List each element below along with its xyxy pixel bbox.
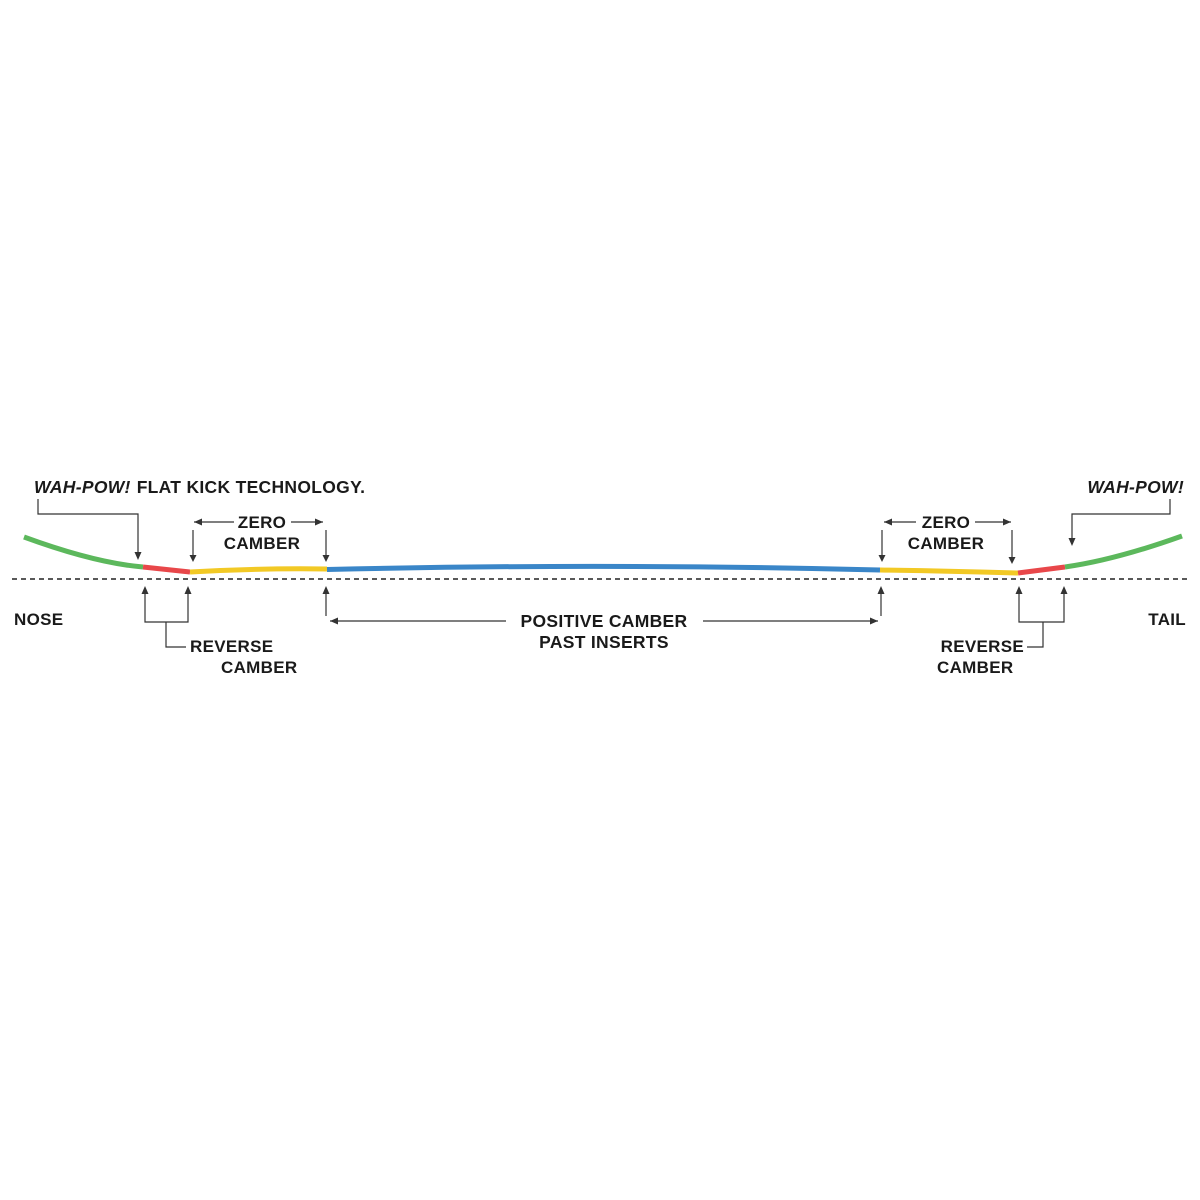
zero-camber-left-line2: CAMBER [224, 534, 300, 553]
svg-text:WAH-POW!FLAT KICK TECHNOLOGY.: WAH-POW! FLAT KICK TECHNOLOGY. [34, 477, 365, 497]
nose-reverse-camber-segment [142, 564, 191, 575]
positive-camber-segment [326, 563, 881, 573]
nose-callout-leader [37, 499, 139, 555]
zero-camber-left-bracket: ZERO CAMBER [189, 513, 330, 562]
reverse-camber-left-line1: REVERSE [190, 637, 273, 656]
tail-reverse-camber-segment [1017, 564, 1066, 576]
reverse-camber-left-bracket: REVERSE CAMBER [141, 586, 297, 677]
tail-flat-kick-segment [1064, 533, 1183, 570]
nose-callout-arrowhead [134, 552, 142, 560]
tail-flat-kick-callout: WAH-POW! [1068, 477, 1184, 546]
zero-camber-right-bracket: ZERO CAMBER [878, 513, 1016, 564]
positive-camber-line1: POSITIVE CAMBER [521, 611, 688, 631]
tail-tech-brand: WAH-POW! [1087, 477, 1184, 497]
reverse-camber-right-line1: REVERSE [941, 637, 1024, 656]
zero-camber-right-line1: ZERO [922, 513, 970, 532]
reverse-camber-right-line2: CAMBER [937, 658, 1013, 677]
nose-label: NOSE [14, 610, 63, 629]
positive-camber-bracket: POSITIVE CAMBER PAST INSERTS [322, 586, 885, 652]
tail-callout-arrowhead [1068, 538, 1076, 546]
zero-camber-right-line2: CAMBER [908, 534, 984, 553]
tail-zero-camber-segment [879, 567, 1019, 576]
nose-zero-camber-segment [189, 566, 328, 575]
tail-label: TAIL [1148, 610, 1186, 629]
zero-camber-left-line1: ZERO [238, 513, 286, 532]
nose-flat-kick-segment [23, 534, 144, 570]
nose-flat-kick-callout: WAH-POW! FLAT KICK TECHNOLOGY. [34, 477, 365, 560]
nose-tech-description: FLAT KICK TECHNOLOGY. [137, 477, 366, 497]
reverse-camber-left-line2: CAMBER [221, 658, 297, 677]
nose-tech-brand: WAH-POW! [34, 477, 131, 497]
positive-camber-line2: PAST INSERTS [539, 632, 669, 652]
reverse-camber-right-bracket: REVERSE CAMBER [937, 586, 1068, 677]
tail-callout-leader [1071, 499, 1171, 540]
